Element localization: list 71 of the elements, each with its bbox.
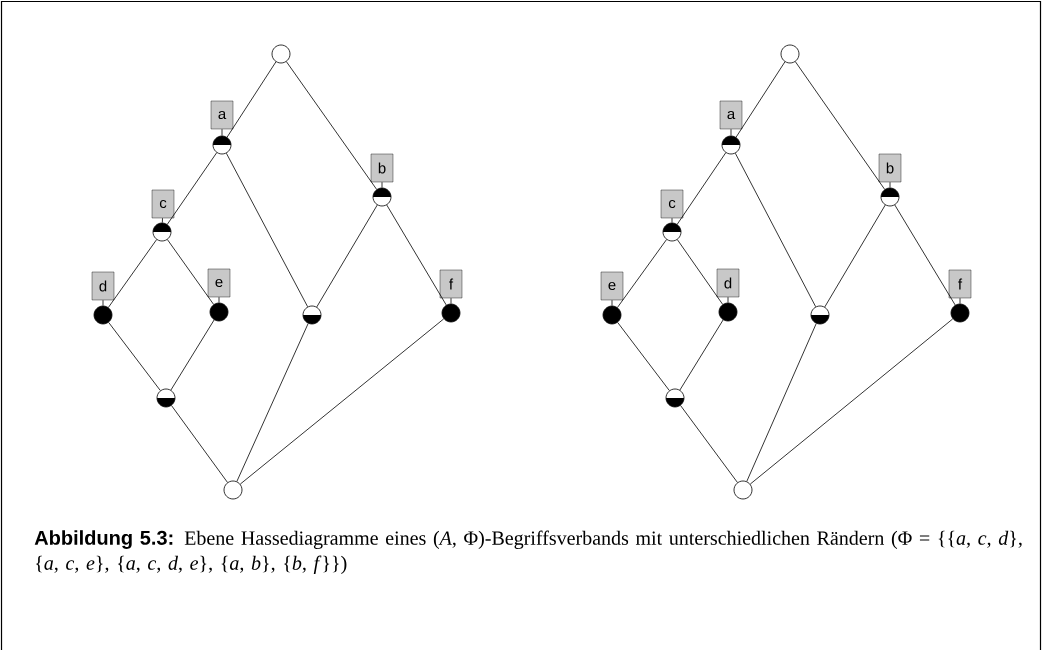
edge-line — [617, 239, 667, 308]
concept-circle — [93, 305, 113, 325]
label-box: e — [600, 271, 624, 301]
label-box: a — [719, 100, 743, 130]
leader-line — [730, 128, 732, 136]
concept-circle — [441, 303, 461, 323]
concept-circle — [209, 302, 229, 322]
edge-line — [226, 61, 277, 138]
edge-line — [795, 61, 885, 190]
leader-line — [611, 299, 613, 306]
label-box: a — [210, 100, 234, 130]
figure-caption: Abbildung 5.3: Ebene Hassediagramme eines (A, Φ)-Begriffsverbands mit unterschiedlichen Rändern (Φ = {{a, c, d}, {a, c, e}, {a, c, d, e}, {a, b}, {b, f}}) — [34, 530, 1022, 574]
concept-circle — [602, 305, 622, 325]
label-box: d — [91, 271, 115, 301]
concept-circle — [372, 187, 392, 207]
leader-line — [889, 181, 891, 188]
edge-line — [676, 152, 727, 225]
edge-line — [824, 204, 886, 308]
edge-line — [749, 318, 954, 485]
edge-line — [167, 239, 214, 305]
edge-line — [735, 61, 786, 138]
leader-line — [671, 217, 673, 223]
edge-line — [677, 239, 723, 305]
edge-line — [108, 239, 157, 308]
edge-line — [617, 322, 670, 391]
concept-circle — [271, 44, 291, 64]
leader-line — [218, 296, 220, 303]
label-box: c — [660, 189, 684, 219]
concept-circle — [721, 135, 741, 155]
leader-line — [381, 181, 383, 188]
concept-circle — [950, 303, 970, 323]
concept-circle — [223, 480, 243, 500]
concept-circle — [302, 305, 322, 325]
edge-line — [171, 405, 228, 483]
label-box: f — [948, 269, 972, 299]
leader-line — [161, 217, 163, 223]
label-box: b — [878, 153, 902, 183]
concept-circle — [662, 222, 682, 242]
edge-line — [746, 323, 817, 482]
concept-circle — [156, 388, 176, 408]
label-box: d — [716, 268, 740, 298]
label-box: c — [151, 189, 175, 219]
edge-line — [894, 204, 956, 306]
edge-line — [108, 322, 161, 391]
concept-circle — [810, 305, 830, 325]
concept-circle — [152, 222, 172, 242]
concept-circle — [665, 388, 685, 408]
edge-line — [170, 319, 215, 391]
edge-line — [386, 204, 447, 306]
label-box: e — [207, 268, 231, 298]
concept-circle — [733, 480, 753, 500]
concept-circle — [718, 302, 738, 322]
edge-line — [286, 61, 377, 190]
leader-line — [221, 128, 223, 136]
edge-line — [226, 152, 308, 308]
edge-line — [679, 319, 724, 391]
edge-line — [166, 152, 218, 225]
concept-circle — [212, 135, 232, 155]
edge-line — [316, 204, 378, 308]
edge-line — [734, 152, 817, 308]
concept-circle — [880, 187, 900, 207]
leader-line — [450, 297, 452, 304]
concept-circle — [780, 44, 800, 64]
edge-line — [239, 318, 445, 485]
edge-line — [680, 405, 738, 483]
label-box: f — [439, 269, 463, 299]
edge-line — [236, 323, 309, 482]
leader-line — [102, 299, 104, 306]
label-box: b — [370, 153, 394, 183]
leader-line — [727, 296, 729, 303]
leader-line — [959, 297, 961, 304]
